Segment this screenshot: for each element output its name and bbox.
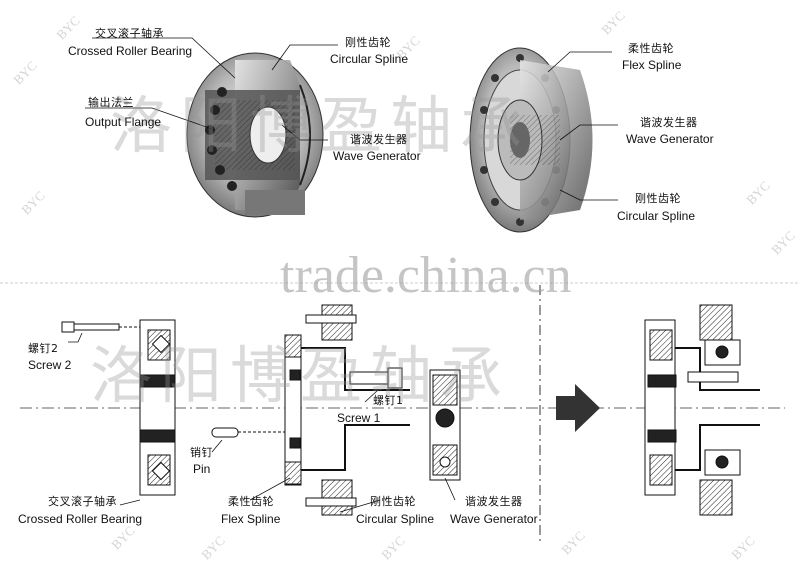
assembled-render-right xyxy=(469,47,593,233)
label-wave-generator-en-top-left: Wave Generator xyxy=(333,149,421,163)
watermark-company-bottom: 洛阳博盈轴承 xyxy=(90,339,511,412)
label-crossed-roller-bearing-cn-bottom: 交叉滚子轴承 xyxy=(48,495,117,508)
label-wave-generator-en-top-right: Wave Generator xyxy=(626,132,714,146)
crossed-roller-bearing-part xyxy=(139,319,176,496)
label-pin-en: Pin xyxy=(193,462,211,476)
label-crossed-roller-bearing-en-bottom: Crossed Roller Bearing xyxy=(18,512,143,526)
label-wave-generator-cn-top-left: 谐波发生器 xyxy=(350,133,408,146)
label-wave-generator-cn-top-right: 谐波发生器 xyxy=(640,116,698,129)
pin-part xyxy=(211,427,285,438)
wave-generator-part xyxy=(429,369,461,481)
assembly-arrow-icon xyxy=(556,384,600,432)
label-flex-spline-en-top-right: Flex Spline xyxy=(622,58,682,72)
label-circular-spline-cn-bottom: 刚性齿轮 xyxy=(370,495,416,508)
assembled-section-part xyxy=(644,304,760,516)
screw1-part xyxy=(349,367,403,389)
label-flex-spline-cn-bottom: 柔性齿轮 xyxy=(228,495,274,508)
label-crossed-roller-bearing-cn-top: 交叉滚子轴承 xyxy=(95,27,164,40)
label-circular-spline-en-top-right: Circular Spline xyxy=(617,209,696,223)
watermark-company-top: 洛阳博盈轴承 xyxy=(110,89,531,162)
label-screw1-en: Screw 1 xyxy=(337,411,381,425)
circular-spline-part xyxy=(305,304,357,516)
label-flex-spline-cn-top-right: 柔性齿轮 xyxy=(628,42,674,55)
label-crossed-roller-bearing-en-top: Crossed Roller Bearing xyxy=(68,44,193,58)
label-flex-spline-en-bottom: Flex Spline xyxy=(221,512,281,526)
label-wave-generator-en-bottom: Wave Generator xyxy=(450,512,538,526)
label-output-flange-en: Output Flange xyxy=(85,115,162,129)
cutaway-render-left xyxy=(186,52,324,218)
watermark-site: trade.china.cn xyxy=(280,247,572,304)
label-screw1-cn: 螺钉1 xyxy=(373,394,404,407)
leader-lines-bottom xyxy=(68,332,456,513)
label-screw2-cn: 螺钉2 xyxy=(28,342,59,355)
label-output-flange-cn: 输出法兰 xyxy=(88,96,134,109)
screw2-part xyxy=(61,321,140,333)
label-circular-spline-en-top-left: Circular Spline xyxy=(330,52,409,66)
label-circular-spline-cn-top-right: 刚性齿轮 xyxy=(635,192,681,205)
label-wave-generator-cn-bottom: 谐波发生器 xyxy=(465,495,523,508)
label-pin-cn: 销钉 xyxy=(190,446,213,459)
label-circular-spline-en-bottom: Circular Spline xyxy=(356,512,435,526)
label-screw2-en: Screw 2 xyxy=(28,358,72,372)
leader-lines-top xyxy=(85,37,618,201)
label-circular-spline-cn-top-left: 刚性齿轮 xyxy=(345,36,391,49)
